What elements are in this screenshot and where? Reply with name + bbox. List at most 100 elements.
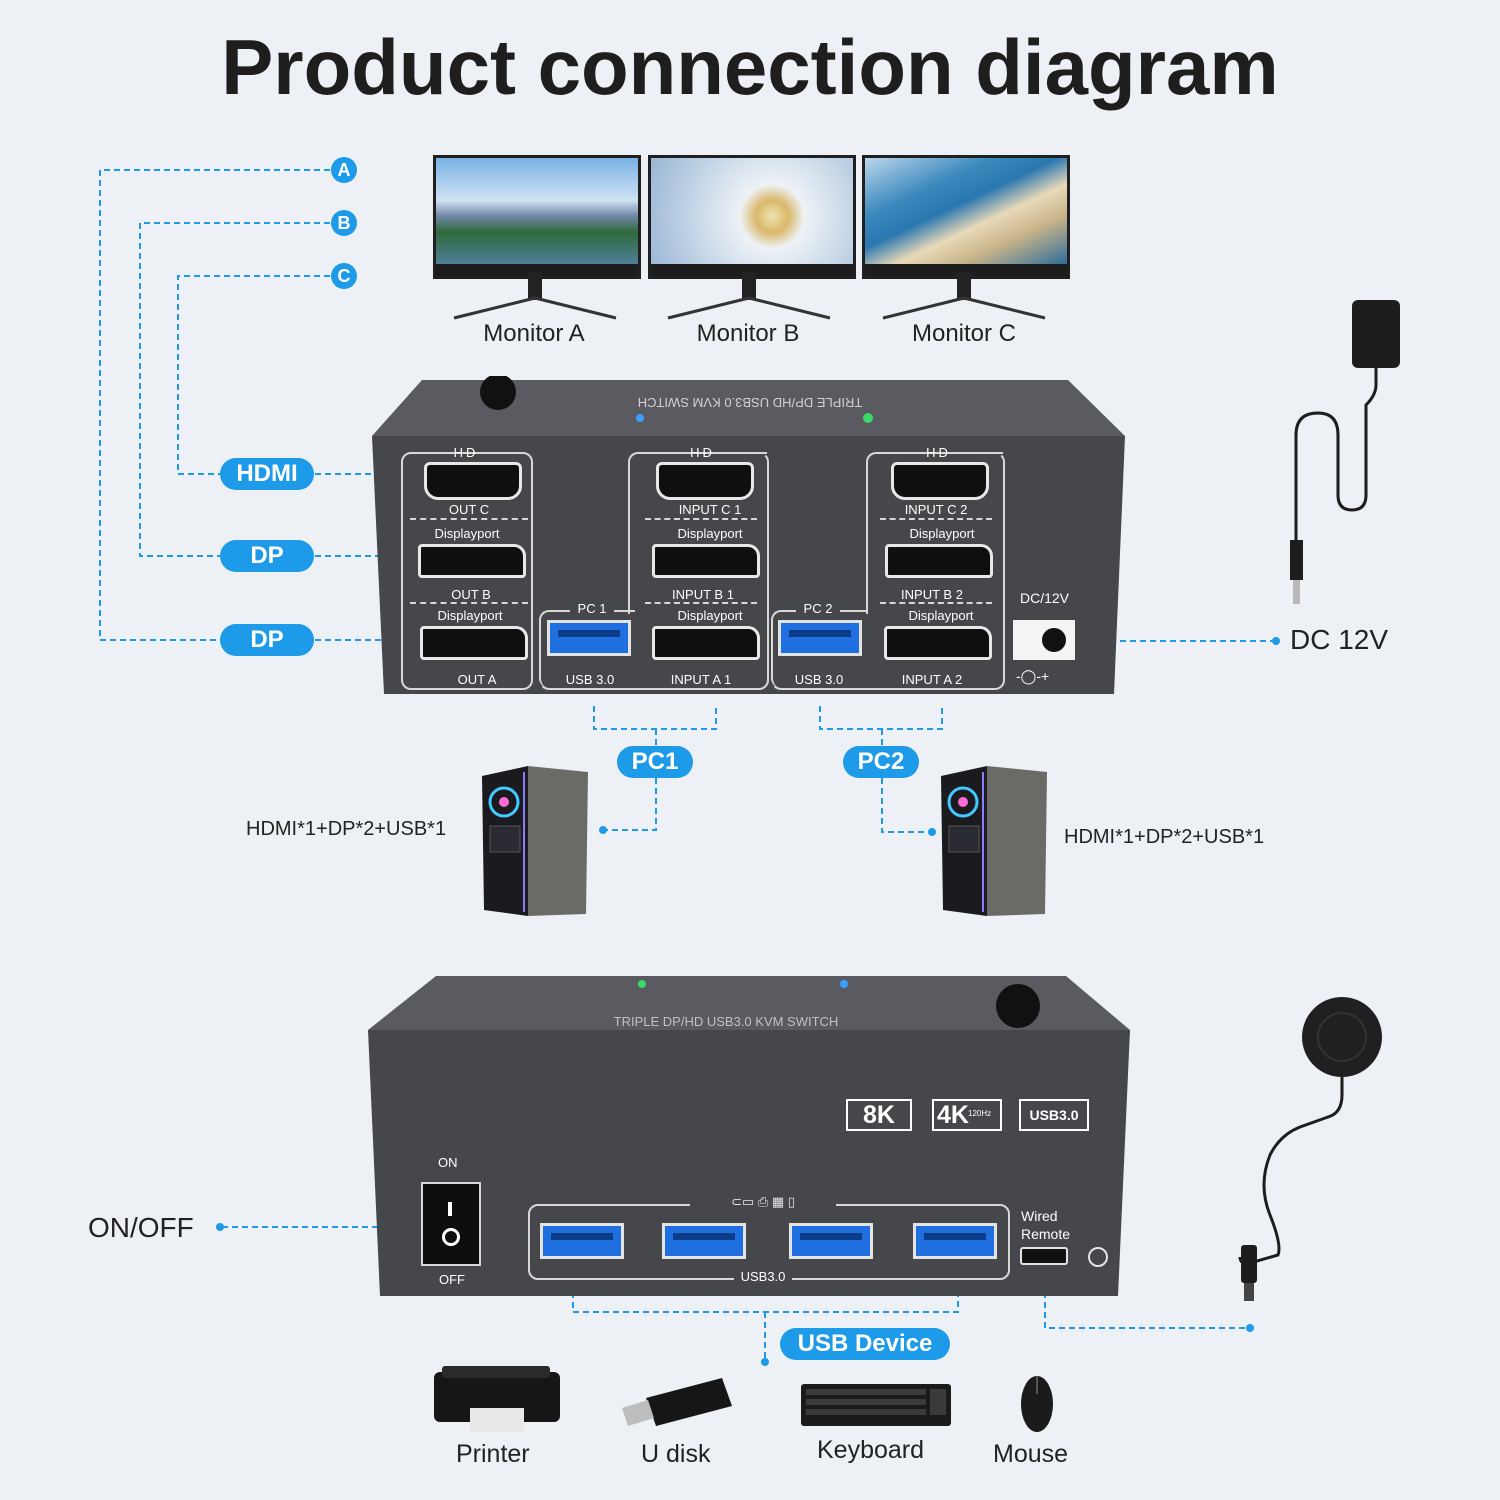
usb-port-3[interactable]: [789, 1223, 873, 1259]
mouse-icon: ▯: [787, 1194, 795, 1209]
remote-port[interactable]: [1020, 1247, 1068, 1265]
pc1-usb-label: USB 3.0: [561, 672, 619, 687]
pc2-dp1-label: Displayport: [909, 526, 975, 541]
switch-on-mark: [448, 1202, 452, 1216]
out-a-displayport[interactable]: [420, 626, 528, 660]
input-c2-hdmi-port[interactable]: [891, 462, 989, 500]
line-pc2-bracket: [819, 706, 943, 730]
pc1-tower: [482, 766, 588, 916]
pc2-usb-port[interactable]: [778, 620, 862, 656]
input-a2-displayport[interactable]: [884, 626, 992, 660]
pc2-separator-1: [880, 518, 992, 520]
pc2-spec: HDMI*1+DP*2+USB*1: [1064, 826, 1265, 848]
power-switch[interactable]: [421, 1182, 481, 1266]
input-a1-displayport[interactable]: [652, 626, 760, 660]
dc-jack[interactable]: [1042, 628, 1066, 652]
pc1-upper-bracket: [628, 452, 767, 614]
monitor-b-label: Monitor B: [696, 320, 800, 347]
pc2-port-group: [771, 452, 1005, 690]
monitor-a-label: Monitor A: [483, 320, 585, 347]
usb-hub-label: USB3.0: [734, 1269, 792, 1284]
printer-image: [434, 1366, 560, 1432]
out-c-hdmi-port[interactable]: [424, 462, 522, 500]
dot-usb: [761, 1358, 769, 1366]
line-pc2-to-tower: [881, 778, 932, 833]
input-a2-label: INPUT A 2: [896, 672, 968, 687]
letter-b-badge: B: [331, 210, 357, 236]
monitor-c-label: Monitor C: [911, 320, 1017, 347]
pc2-separator-2: [880, 602, 992, 604]
pc2-hd-label: HD: [926, 445, 951, 460]
out-b-displayport[interactable]: [418, 544, 526, 578]
dc-polarity-symbol: -◯-+: [1016, 668, 1050, 684]
usb-port-2[interactable]: [662, 1223, 746, 1259]
keyboard-image: [801, 1384, 951, 1426]
page-title: Product connection diagram: [221, 23, 1279, 111]
pc1-separator-1: [645, 518, 757, 520]
input-a1-label: INPUT A 1: [664, 672, 738, 687]
line-monitor-c: [177, 275, 330, 475]
input-b1-displayport[interactable]: [652, 544, 760, 578]
dot-remote: [1246, 1324, 1254, 1332]
pc1-usb-port[interactable]: [547, 620, 631, 656]
monitor-a-screen: [436, 158, 638, 264]
kvm-front-brand-text: TRIPLE DP/HD USB3.0 KVM SWITCH: [614, 1014, 839, 1029]
input-c2-label: INPUT C 2: [904, 502, 968, 517]
switch-off-mark: [442, 1228, 460, 1246]
input-b2-displayport[interactable]: [885, 544, 993, 578]
keyboard-label: Keyboard: [817, 1436, 925, 1464]
dp-tag-1: DP: [220, 540, 314, 572]
pc1-spec: HDMI*1+DP*2+USB*1: [246, 818, 447, 840]
kvm-rear-brand-text: TRIPLE DP/HD USB3.0 KVM SWITCH: [638, 395, 863, 410]
out-dp2-label: Displayport: [437, 608, 503, 623]
line-pc1-bracket: [593, 706, 717, 730]
input-c1-hdmi-port[interactable]: [656, 462, 754, 500]
pc1-dp2-label: Displayport: [677, 608, 743, 623]
out-a-label: OUT A: [447, 672, 507, 687]
input-b1-label: INPUT B 1: [672, 587, 734, 602]
power-adapter: [1290, 300, 1400, 604]
input-c1-label: INPUT C 1: [678, 502, 742, 517]
out-hd-label: HD: [453, 445, 479, 460]
monitor-a-stand: [453, 272, 617, 320]
pc1-hd-label: HD: [690, 445, 715, 460]
pc1-dp1-label: Displayport: [677, 526, 743, 541]
dot-pc2: [928, 828, 936, 836]
out-dp1-label: Displayport: [434, 526, 500, 541]
usb-port-4[interactable]: [913, 1223, 997, 1259]
dc-12v-label: DC 12V: [1290, 624, 1389, 655]
usb-port-1[interactable]: [540, 1223, 624, 1259]
pc2-tower: [941, 766, 1047, 916]
pc1-port-group: [539, 452, 769, 690]
pc2-usb-label: USB 3.0: [790, 672, 848, 687]
dc-port-label: DC/12V: [1020, 590, 1070, 606]
mouse-label: Mouse: [993, 1440, 1069, 1468]
pc2-port-label: PC 2: [796, 601, 840, 616]
out-c-label: OUT C: [448, 502, 490, 517]
badge-4k-rate: 120Hz: [968, 1109, 992, 1118]
printer-label: Printer: [456, 1440, 530, 1468]
pc2-upper-bracket: [866, 452, 1003, 614]
switch-on-label: ON: [438, 1155, 458, 1170]
badge-8k: 8K: [846, 1099, 912, 1131]
dc-port-plate: [1013, 620, 1075, 660]
usb-device-icons: ⊂▭ ⎙ ▦ ▯: [690, 1194, 836, 1212]
out-separator-2: [410, 602, 528, 604]
badge-4k-text: 4K: [937, 1101, 969, 1129]
dot-dc: [1272, 637, 1280, 645]
switch-off-label: OFF: [439, 1272, 465, 1287]
wired-label: Wired: [1021, 1208, 1058, 1224]
pc1-port-label: PC 1: [570, 601, 614, 616]
line-monitor-a: [99, 169, 330, 641]
badge-4k: 4K 120Hz: [932, 1099, 1002, 1131]
out-port-group: [401, 452, 533, 690]
monitor-b-screen: [651, 158, 853, 264]
dot-pc1: [599, 826, 607, 834]
monitor-c-screen: [865, 158, 1067, 264]
pc1-separator-2: [645, 602, 757, 604]
usb-device-tag: USB Device: [780, 1328, 950, 1360]
pc1-tag: PC1: [617, 746, 693, 778]
usb-drive-image: [622, 1378, 732, 1426]
